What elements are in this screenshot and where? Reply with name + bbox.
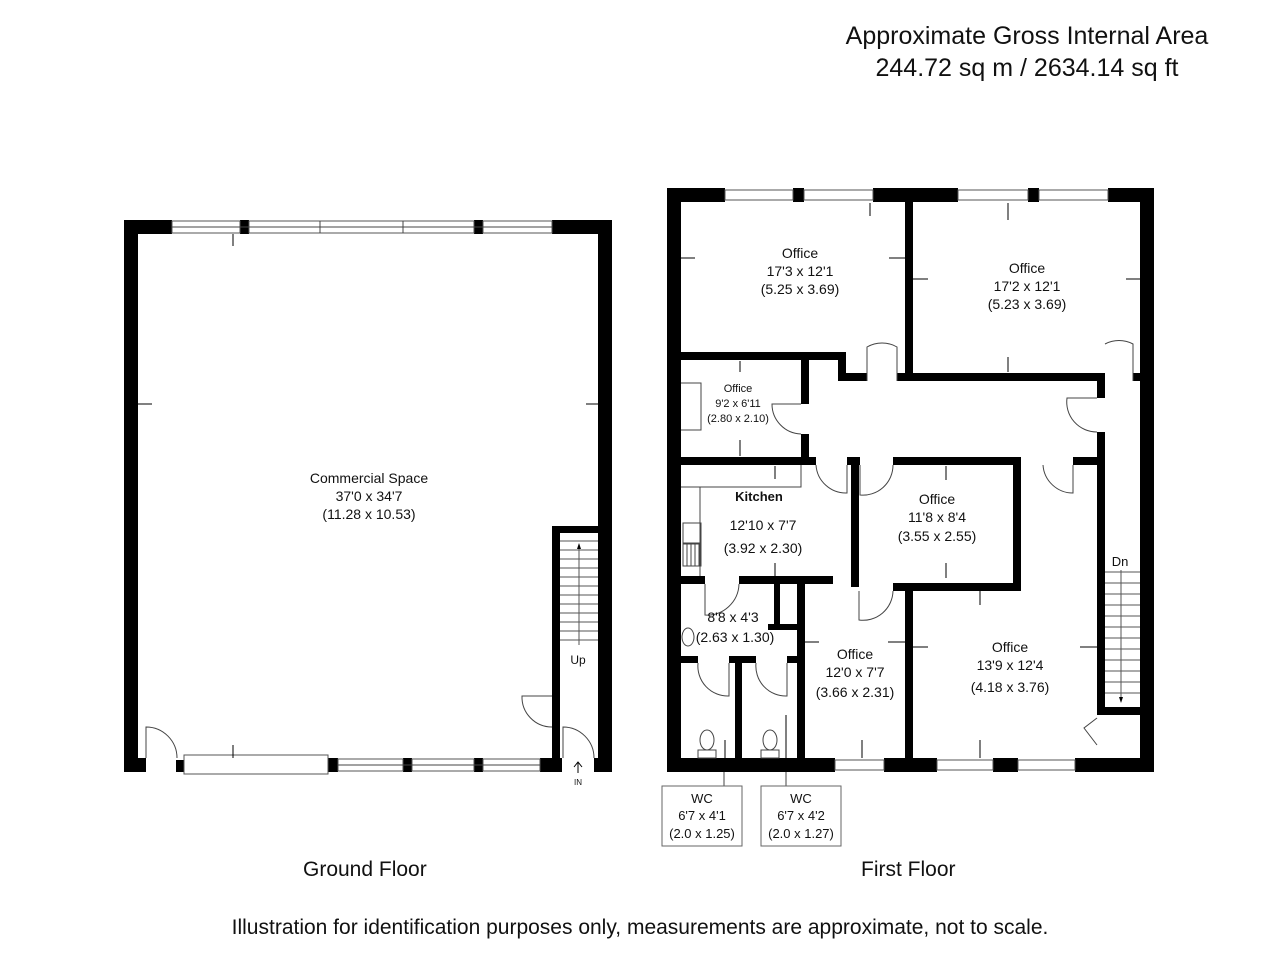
wc-label-box <box>661 785 743 847</box>
svg-text:(5.23 x 3.69): (5.23 x 3.69) <box>988 296 1067 312</box>
room-name: Commercial Space <box>310 470 428 486</box>
room-label-office-5: Office 12'0 x 7'7 (3.66 x 2.31) <box>816 646 895 700</box>
window-bottom <box>337 758 541 772</box>
svg-text:13'9 x 12'4: 13'9 x 12'4 <box>977 657 1044 673</box>
svg-text:Office: Office <box>837 646 874 662</box>
area-value: 244.72 sq m / 2634.14 sq ft <box>875 54 1179 82</box>
door-icon <box>858 590 894 621</box>
door-icon <box>1066 397 1098 433</box>
svg-text:WC: WC <box>691 791 713 806</box>
stairs-up-label: Up <box>570 653 586 667</box>
svg-text:(2.63 x 1.30): (2.63 x 1.30) <box>696 629 775 645</box>
first-floor-plan <box>661 188 1154 847</box>
svg-text:17'3 x 12'1: 17'3 x 12'1 <box>767 263 834 279</box>
door-icon <box>697 662 730 697</box>
svg-text:12'0 x 7'7: 12'0 x 7'7 <box>825 664 884 680</box>
room-label-lobby: 8'8 x 4'3 (2.63 x 1.30) <box>696 609 775 645</box>
door-icon <box>771 403 802 435</box>
wash-basin-icon <box>681 627 695 647</box>
area-title: Approximate Gross Internal Area <box>845 22 1209 50</box>
gross-internal-area: Approximate Gross Internal Area 244.72 s… <box>812 20 1242 84</box>
wc-label-box <box>760 785 842 847</box>
svg-text:12'10 x 7'7: 12'10 x 7'7 <box>730 517 797 533</box>
svg-text:(5.25 x 3.69): (5.25 x 3.69) <box>761 281 840 297</box>
entrance-arrow-icon <box>573 761 583 773</box>
svg-text:Office: Office <box>919 491 956 507</box>
ground-floor-label: Ground Floor <box>303 858 427 881</box>
svg-text:6'7 x 4'1: 6'7 x 4'1 <box>678 808 726 823</box>
first-floor-label: First Floor <box>861 858 956 881</box>
desk <box>681 382 702 431</box>
room-label-office-2: Office 17'2 x 12'1 (5.23 x 3.69) <box>988 260 1067 312</box>
disclaimer: Illustration for identification purposes… <box>231 916 1049 939</box>
svg-text:9'2 x 6'11: 9'2 x 6'11 <box>715 398 761 410</box>
ground-stairs <box>560 540 598 645</box>
svg-text:(2.80 x 2.10): (2.80 x 2.10) <box>707 413 769 425</box>
door-icon <box>755 662 788 697</box>
door-icon <box>145 726 178 759</box>
room-label-kitchen: Kitchen 12'10 x 7'7 (3.92 x 2.30) <box>724 489 803 556</box>
kitchen-counter <box>681 465 802 576</box>
svg-text:6'7 x 4'2: 6'7 x 4'2 <box>777 808 825 823</box>
ground-floor-plan <box>124 220 612 775</box>
toilet-icon <box>760 729 780 759</box>
room-size-metric: (11.28 x 10.53) <box>322 506 415 522</box>
room-label-office-6: Office 13'9 x 12'4 (4.18 x 3.76) <box>971 639 1050 695</box>
room-label-office-3: Office 9'2 x 6'11 (2.80 x 2.10) <box>707 383 769 425</box>
door-icon <box>562 726 595 759</box>
room-label-wc-1: WC 6'7 x 4'1 (2.0 x 1.25) <box>669 791 735 841</box>
svg-text:Office: Office <box>992 639 1029 655</box>
door-icon <box>815 464 848 494</box>
window-top <box>171 220 553 234</box>
room-label-office-1: Office 17'3 x 12'1 (5.25 x 3.69) <box>761 245 840 297</box>
svg-text:(2.0 x 1.25): (2.0 x 1.25) <box>669 826 735 841</box>
sink-icon <box>682 522 702 544</box>
hob-icon <box>682 543 702 567</box>
svg-text:17'2 x 12'1: 17'2 x 12'1 <box>994 278 1061 294</box>
svg-text:Kitchen: Kitchen <box>735 489 783 504</box>
svg-text:11'8 x 8'4: 11'8 x 8'4 <box>908 509 966 525</box>
svg-text:(2.0 x 1.27): (2.0 x 1.27) <box>768 826 834 841</box>
room-size-imperial: 37'0 x 34'7 <box>336 488 403 504</box>
svg-text:Office: Office <box>782 245 819 261</box>
door-icon <box>1042 464 1074 494</box>
svg-text:Office: Office <box>724 383 753 395</box>
door-icon <box>704 583 740 616</box>
toilet-icon <box>697 729 717 759</box>
door-icon <box>859 464 894 496</box>
svg-text:(3.92 x 2.30): (3.92 x 2.30) <box>724 540 803 556</box>
room-label-wc-2: WC 6'7 x 4'2 (2.0 x 1.27) <box>768 791 834 841</box>
room-label-office-4: Office 11'8 x 8'4 (3.55 x 2.55) <box>898 491 977 544</box>
door-icon <box>1104 340 1134 381</box>
svg-text:WC: WC <box>790 791 812 806</box>
svg-text:(4.18 x 3.76): (4.18 x 3.76) <box>971 679 1050 695</box>
stairs-down-label: Dn <box>1112 554 1129 569</box>
entrance-label: IN <box>574 778 582 787</box>
svg-text:(3.66 x 2.31): (3.66 x 2.31) <box>816 684 895 700</box>
door-icon <box>521 695 553 728</box>
first-floor-stairs <box>1105 570 1140 703</box>
svg-text:8'8 x 4'3: 8'8 x 4'3 <box>707 609 758 625</box>
door-icon <box>866 342 898 381</box>
svg-text:(3.55 x 2.55): (3.55 x 2.55) <box>898 528 977 544</box>
svg-text:Office: Office <box>1009 260 1046 276</box>
door-icon <box>1083 717 1098 746</box>
